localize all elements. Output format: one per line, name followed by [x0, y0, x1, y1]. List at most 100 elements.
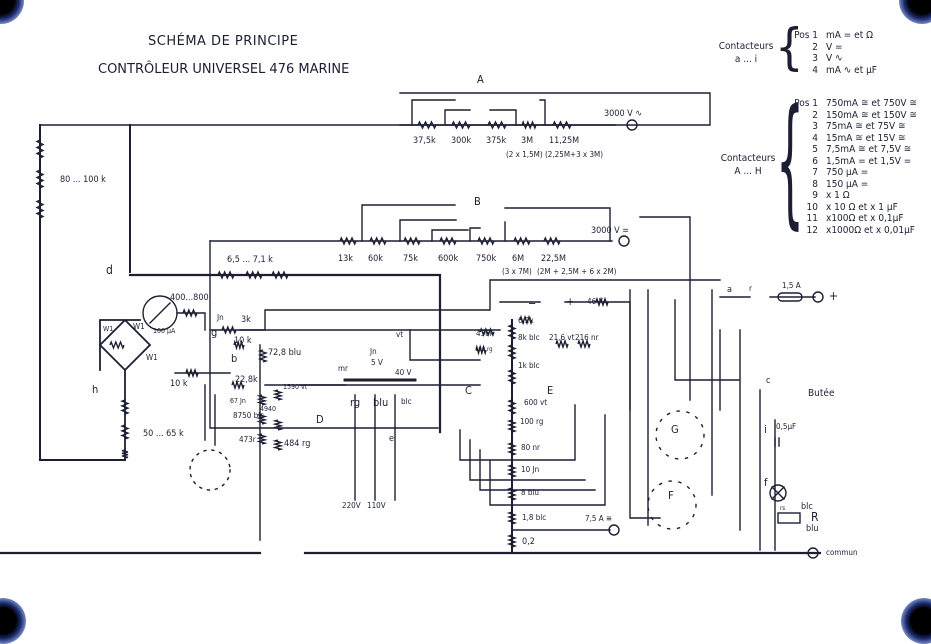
label-1590-vt: 1590 vt	[283, 383, 308, 391]
meter-series-label: 400...800	[170, 293, 209, 303]
switch-G-label: G	[671, 423, 679, 436]
label-46k: 46 K	[587, 297, 604, 306]
switch-B-note-2: (2M + 2,5M + 6 x 2M)	[537, 267, 617, 276]
resistor-symbol	[272, 389, 284, 401]
label-10-jn: 10 Jn	[521, 465, 540, 474]
legend-small-heading-line2: a ... i	[734, 54, 758, 65]
resistor-symbol	[339, 236, 357, 246]
legend-desc: 750mA ≅ et 750V ≅	[826, 98, 917, 109]
resistor-symbol	[543, 236, 561, 246]
legend-desc: x1000Ω et x 0,01µF	[826, 224, 915, 236]
diode-label-2: W1	[133, 322, 145, 331]
fuse-body	[777, 292, 803, 302]
resistor-symbol	[487, 120, 507, 130]
terminal-7-5A	[608, 524, 620, 536]
legend-small-heading: Contacteurs a ... i	[716, 40, 776, 66]
resistor-symbol	[272, 439, 284, 451]
legend-small-heading-line1: Contacteurs	[718, 41, 774, 52]
label-1k-blc: 1k blc	[518, 361, 540, 370]
switch-A-resistor-4: 3M	[521, 136, 534, 146]
legend-large-brace: {	[776, 80, 805, 243]
relay-label-blc: blc	[801, 502, 813, 512]
switch-d-label: d	[106, 263, 113, 277]
legend-desc: 1,5mA = et 1,5V =	[826, 155, 912, 167]
resistor-symbol	[513, 236, 531, 246]
resistor-symbol	[221, 325, 237, 335]
wire-right-vertical-1	[629, 289, 713, 526]
resistor-symbol	[477, 236, 495, 246]
resistor-symbol	[256, 413, 268, 425]
transformer-label-5v: 5 V	[371, 358, 383, 367]
switch-B-resistor-2: 60k	[368, 254, 383, 264]
legend-desc: 7,5mA ≅ et 7,5V ≅	[826, 144, 912, 155]
switch-a-label: a	[727, 285, 732, 295]
label-22-8k: 22,8k	[235, 375, 258, 385]
legend-desc: 75mA ≅ et 75V ≅	[826, 121, 906, 132]
label-21-6-vt: 21,6 vt	[549, 333, 575, 342]
wire-right-vertical-2	[674, 299, 776, 551]
resistor-symbol	[506, 511, 518, 525]
battery-plus: +	[566, 295, 575, 308]
resistor-symbol	[519, 314, 533, 326]
legend-pos: 4	[812, 132, 818, 144]
resistor-symbol	[231, 379, 245, 391]
label-8-blu: 8 blu	[521, 488, 539, 497]
resistor-symbol	[256, 394, 268, 406]
legend-pos: 4	[812, 64, 818, 76]
legend-pos: 2	[812, 109, 818, 121]
label-600-vt: 600 vt	[524, 398, 548, 407]
wire-center-boxes	[459, 404, 606, 506]
wire-B-frame	[209, 204, 691, 429]
legend-pos: 9	[812, 190, 818, 201]
resistor-symbol	[185, 367, 199, 379]
switch-A-resistor-2: 300k	[451, 136, 472, 146]
switch-B-resistor-4: 600k	[438, 254, 459, 264]
label-4940: 4940	[260, 405, 277, 413]
switch-H-ring	[189, 449, 231, 491]
switch-B-resistor-1: 13k	[338, 254, 353, 264]
resistor-symbol	[403, 236, 421, 246]
label-216-nr: 216 nr	[575, 333, 599, 342]
switch-B-resistor-6: 6M	[512, 254, 525, 264]
divider-label: 80 ... 100 k	[60, 175, 106, 185]
legend-large-row: 4 15mA ≅ et 15V ≅	[784, 133, 917, 145]
legend-pos: 6	[812, 155, 818, 167]
resistor-symbol	[507, 399, 517, 415]
legend-large-row: 9 x 1 Ω	[784, 190, 917, 202]
switch-c-label: c	[766, 376, 771, 386]
wire-transformer-primary	[299, 329, 481, 501]
resistor-symbol	[506, 487, 518, 501]
resistor-symbol	[439, 236, 457, 246]
resistor-symbol	[257, 349, 269, 363]
switch-b-label: b	[231, 352, 238, 365]
legend-desc: x 1 Ω	[826, 190, 850, 201]
plus-terminal-label: +	[829, 289, 839, 303]
switch-F-ring	[647, 480, 697, 530]
legend-desc: 15mA ≅ et 15V ≅	[826, 132, 906, 144]
mains-110v: 110V	[367, 501, 386, 510]
resistor-symbol	[35, 139, 45, 159]
terminal-3000v-ac-label: 3000 V ∿	[604, 109, 643, 119]
resistor-group	[35, 120, 609, 548]
fuse-rating-label: 1,5 A	[782, 281, 801, 290]
switch-f-label: f	[764, 476, 768, 489]
switch-A-resistor-3: 375k	[486, 136, 507, 146]
resistor-symbol	[506, 464, 518, 478]
legend-pos: 12	[806, 224, 818, 236]
resistor-symbol	[506, 419, 518, 433]
resistor-symbol	[272, 419, 284, 431]
resistor-symbol	[35, 199, 45, 219]
resistor-symbol	[217, 270, 235, 280]
title-line-2: CONTRÔLEUR UNIVERSEL 476 MARINE	[98, 62, 350, 77]
label-67-jn: 67 Jn	[230, 397, 246, 405]
label-108-rg: 108 rg	[475, 346, 493, 353]
legend-desc: V =	[826, 41, 843, 53]
legend-pos: Pos 1	[794, 98, 818, 109]
label-72-8-blu: 72,8 blu	[268, 348, 302, 358]
resistor-symbol	[369, 236, 387, 246]
resistor-symbol	[552, 120, 572, 130]
legend-desc: 150 µA =	[826, 178, 869, 190]
